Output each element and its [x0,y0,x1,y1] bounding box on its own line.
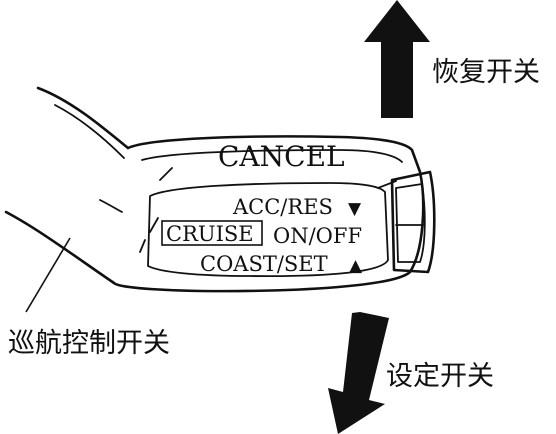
cruise-control-switch-label: 巡航控制开关 [8,328,170,359]
acc-res-symbol: ▼ [348,199,362,219]
coast-set-symbol: ▲ [349,256,363,276]
cancel-label: CANCEL [218,140,345,173]
leader-line [25,237,71,313]
on-off-label: ON/OFF [273,224,362,248]
lever-stalk [4,86,130,285]
arrow-up-icon [364,0,430,118]
resume-switch-label: 恢复开关 [432,57,540,88]
coast-set-label: COAST/SET [200,252,328,276]
set-switch-label: 设定开关 [386,361,494,392]
cruise-label: CRUISE [166,222,254,246]
cruise-box [161,220,263,246]
acc-res-label: ACC/RES [232,195,333,219]
on-off-side-button [390,170,436,274]
arrow-down-icon [328,312,389,434]
